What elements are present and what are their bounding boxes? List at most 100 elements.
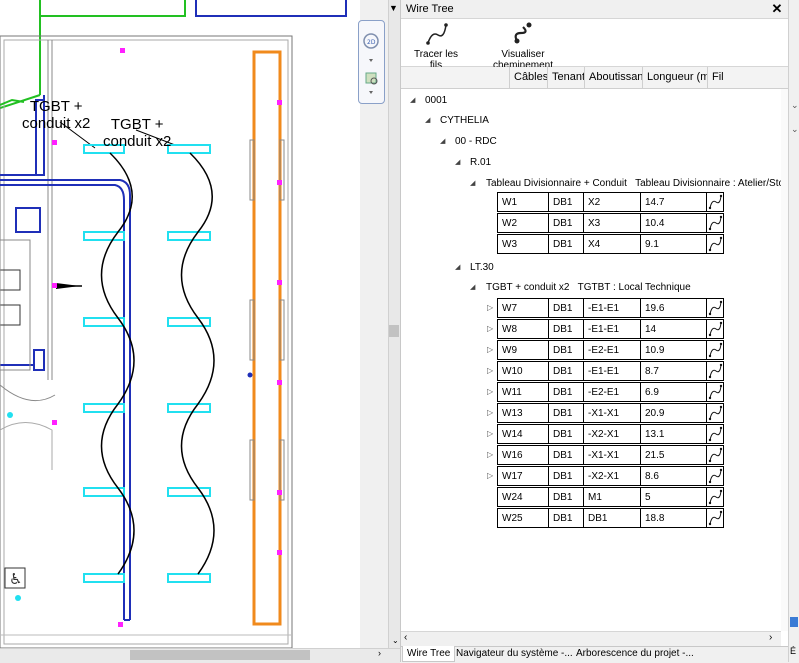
drawing-vertical-scroll-thumb[interactable] <box>389 325 399 337</box>
cell-longueur[interactable]: 8.6 <box>640 466 707 486</box>
tab-wire-tree[interactable]: Wire Tree <box>402 646 456 662</box>
column-header-cables[interactable]: Câbles <box>509 67 547 88</box>
wire-route-icon[interactable] <box>706 424 724 444</box>
collapse-arrow-icon[interactable]: ◢ <box>455 264 461 271</box>
cell-longueur[interactable]: 13.1 <box>640 424 707 444</box>
tab-project-tree[interactable]: Arborescence du projet -... <box>576 648 694 659</box>
wire-route-icon[interactable] <box>706 403 724 423</box>
cell-tenant[interactable]: DB1 <box>548 234 584 254</box>
collapse-arrow-icon[interactable]: ◢ <box>410 97 416 104</box>
collapse-arrow-icon[interactable]: ◢ <box>440 138 446 145</box>
cell-aboutissant[interactable]: -E2-E1 <box>583 340 641 360</box>
wire-route-icon[interactable] <box>706 192 724 212</box>
expand-arrow-icon[interactable]: ▷ <box>487 408 494 417</box>
wire-route-icon[interactable] <box>706 466 724 486</box>
tag-label-2[interactable]: TGBT + conduit x2 <box>103 116 171 150</box>
cell-cable[interactable]: W25 <box>497 508 549 528</box>
cell-longueur[interactable]: 10.4 <box>640 213 707 233</box>
wire-route-icon[interactable] <box>706 319 724 339</box>
cell-tenant[interactable]: DB1 <box>548 192 584 212</box>
cell-tenant[interactable]: DB1 <box>548 466 584 486</box>
cell-longueur[interactable]: 9.1 <box>640 234 707 254</box>
cell-cable[interactable]: W17 <box>497 466 549 486</box>
chevron-down-icon[interactable]: ⌄ <box>791 124 799 134</box>
cell-longueur[interactable]: 18.8 <box>640 508 707 528</box>
cell-longueur[interactable]: 14.7 <box>640 192 707 212</box>
cell-aboutissant[interactable]: X2 <box>583 192 641 212</box>
cell-cable[interactable]: W7 <box>497 298 549 318</box>
side-tool-icon[interactable] <box>790 617 798 627</box>
panel-horizontal-scrollbar[interactable]: ‹ › <box>401 631 781 647</box>
collapse-arrow-icon[interactable]: ◢ <box>455 159 461 166</box>
cell-aboutissant[interactable]: X4 <box>583 234 641 254</box>
tree-node-project[interactable]: CYTHELIA <box>440 115 489 126</box>
cell-tenant[interactable]: DB1 <box>548 424 584 444</box>
tree-node-root[interactable]: 0001 <box>425 95 448 106</box>
cell-tenant[interactable]: DB1 <box>548 340 584 360</box>
scroll-right-arrow-icon[interactable]: › <box>769 632 773 643</box>
wire-route-icon[interactable] <box>706 382 724 402</box>
expand-arrow-icon[interactable]: ▷ <box>487 429 494 438</box>
collapse-arrow-icon[interactable]: ◢ <box>470 284 476 291</box>
cell-aboutissant[interactable]: -E1-E1 <box>583 319 641 339</box>
trace-wires-button[interactable]: Tracer les fils <box>407 21 465 71</box>
expand-arrow-icon[interactable]: ▷ <box>487 387 494 396</box>
wire-route-icon[interactable] <box>706 445 724 465</box>
wire-route-icon[interactable] <box>706 234 724 254</box>
cell-cable[interactable]: W3 <box>497 234 549 254</box>
cell-longueur[interactable]: 8.7 <box>640 361 707 381</box>
cell-longueur[interactable]: 5 <box>640 487 707 507</box>
cell-longueur[interactable]: 14 <box>640 319 707 339</box>
view-routing-button[interactable]: Visualiser cheminement <box>471 21 575 71</box>
cell-longueur[interactable]: 21.5 <box>640 445 707 465</box>
cell-cable[interactable]: W16 <box>497 445 549 465</box>
tree-node-room-lt30[interactable]: LT.30 <box>470 262 494 273</box>
cell-longueur[interactable]: 10.9 <box>640 340 707 360</box>
expand-arrow-icon[interactable]: ▷ <box>487 366 494 375</box>
panel-title-bar[interactable] <box>401 0 788 19</box>
cell-cable[interactable]: W14 <box>497 424 549 444</box>
tree-node-level[interactable]: 00 - RDC <box>455 136 497 147</box>
collapse-arrow-icon[interactable]: ◢ <box>470 180 476 187</box>
column-header-aboutissant[interactable]: Aboutissant <box>584 67 642 88</box>
tree-node-room-r01[interactable]: R.01 <box>470 157 492 168</box>
cell-cable[interactable]: W10 <box>497 361 549 381</box>
cell-longueur[interactable]: 19.6 <box>640 298 707 318</box>
cell-cable[interactable]: W8 <box>497 319 549 339</box>
expand-arrow-icon[interactable]: ▷ <box>487 345 494 354</box>
cell-tenant[interactable]: DB1 <box>548 213 584 233</box>
collapse-arrow-icon[interactable]: ◢ <box>425 117 431 124</box>
cell-cable[interactable]: W2 <box>497 213 549 233</box>
cell-cable[interactable]: W13 <box>497 403 549 423</box>
cell-aboutissant[interactable]: -X2-X1 <box>583 466 641 486</box>
chevron-down-icon[interactable]: ⌄ <box>791 100 799 110</box>
panel-menu-icon[interactable]: ▼ <box>389 3 398 13</box>
scroll-right-arrow-icon[interactable]: › <box>378 648 381 658</box>
close-icon[interactable]: ✕ <box>771 1 783 16</box>
wire-route-icon[interactable] <box>706 340 724 360</box>
drawing-vertical-scrollbar[interactable] <box>388 0 401 648</box>
cell-tenant[interactable]: DB1 <box>548 508 584 528</box>
drawing-horizontal-scroll-thumb[interactable] <box>130 650 310 660</box>
cell-aboutissant[interactable]: M1 <box>583 487 641 507</box>
cell-tenant[interactable]: DB1 <box>548 445 584 465</box>
cell-tenant[interactable]: DB1 <box>548 361 584 381</box>
wire-route-icon[interactable] <box>706 298 724 318</box>
navigation-bar[interactable]: 2D <box>358 20 385 104</box>
cell-aboutissant[interactable]: X3 <box>583 213 641 233</box>
cell-cable[interactable]: W9 <box>497 340 549 360</box>
cell-aboutissant[interactable]: DB1 <box>583 508 641 528</box>
cell-cable[interactable]: W24 <box>497 487 549 507</box>
wire-route-icon[interactable] <box>706 487 724 507</box>
wire-route-icon[interactable] <box>706 361 724 381</box>
cell-tenant[interactable]: DB1 <box>548 298 584 318</box>
cell-tenant[interactable]: DB1 <box>548 382 584 402</box>
tag-label-1[interactable]: TGBT + conduit x2 <box>22 98 90 132</box>
cell-aboutissant[interactable]: -X1-X1 <box>583 403 641 423</box>
cell-longueur[interactable]: 20.9 <box>640 403 707 423</box>
drawing-canvas[interactable]: ♿ TGBT + conduit x2 TGBT + conduit x2 <box>0 0 360 648</box>
scroll-down-arrow-icon[interactable]: ⌄ <box>392 636 399 645</box>
expand-arrow-icon[interactable]: ▷ <box>487 324 494 333</box>
wire-route-icon[interactable] <box>706 508 724 528</box>
column-header-fil[interactable]: Fil <box>707 67 788 88</box>
